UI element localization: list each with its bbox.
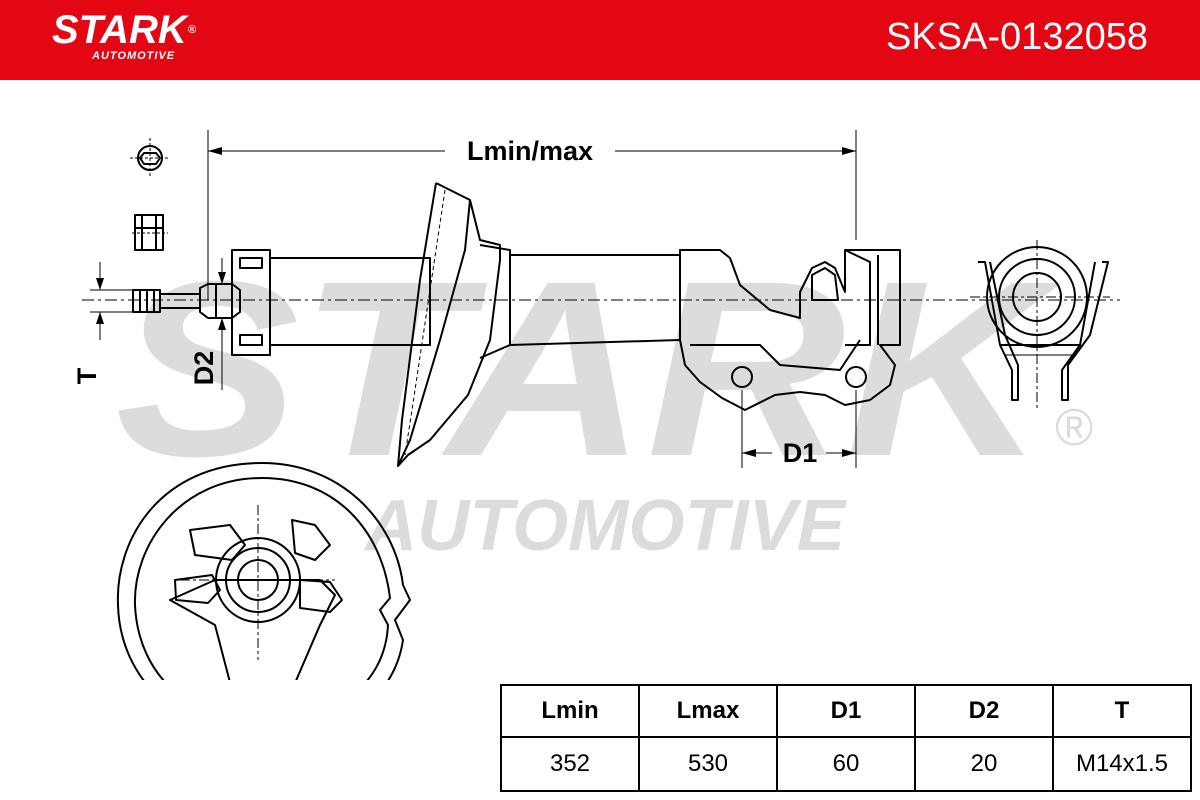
brand-name: STARK (52, 8, 187, 52)
spec-value-lmax: 530 (638, 736, 778, 792)
t-dimension-label: T (72, 367, 102, 384)
brand-subtitle: AUTOMOTIVE (92, 50, 176, 62)
spec-value-t: M14x1.5 (1052, 736, 1192, 792)
threaded-stud (132, 249, 271, 356)
brand-registered-mark: ® (187, 24, 196, 36)
shock-body (270, 244, 901, 411)
length-dimension (207, 130, 857, 300)
spec-value-d2: 20 (914, 736, 1054, 792)
bracket-end-view (970, 240, 1110, 410)
d1-dimension-label: D1 (783, 438, 818, 468)
watermark-brand: STARK (115, 229, 1062, 508)
shock-absorber-drawing: Lmin/max D2 (72, 130, 1120, 680)
spec-table-value-row: 352 530 60 20 M14x1.5 (500, 736, 1192, 792)
spec-header-lmax: Lmax (638, 684, 778, 738)
spec-header-t: T (1052, 684, 1192, 738)
nut-side-view (132, 214, 168, 251)
nut-top-view (130, 138, 170, 178)
spring-seat (397, 182, 501, 467)
length-dimension-label: Lmin/max (467, 136, 593, 166)
d1-dimension (741, 390, 857, 468)
watermark-subtitle: AUTOMOTIVE (363, 486, 847, 566)
header-bar: STARK® AUTOMOTIVE SKSA-0132058 (0, 0, 1200, 80)
spec-table: Lmin Lmax D1 D2 T 352 530 60 20 M14x1.5 (500, 684, 1192, 792)
spec-value-d1: 60 (776, 736, 916, 792)
d2-dimension-label: D2 (189, 351, 219, 386)
part-number: SKSA-0132058 (886, 16, 1148, 58)
brand-logo: STARK® AUTOMOTIVE (52, 10, 196, 62)
spec-table-header-row: Lmin Lmax D1 D2 T (500, 684, 1192, 738)
d2-dimension (218, 258, 226, 390)
spec-value-lmin: 352 (500, 736, 640, 792)
t-dimension (90, 262, 133, 340)
spring-seat-top-view (116, 462, 411, 680)
spec-header-lmin: Lmin (500, 684, 640, 738)
watermark-registered-mark: ® (1055, 399, 1093, 457)
spec-header-d2: D2 (914, 684, 1054, 738)
spec-header-d1: D1 (776, 684, 916, 738)
